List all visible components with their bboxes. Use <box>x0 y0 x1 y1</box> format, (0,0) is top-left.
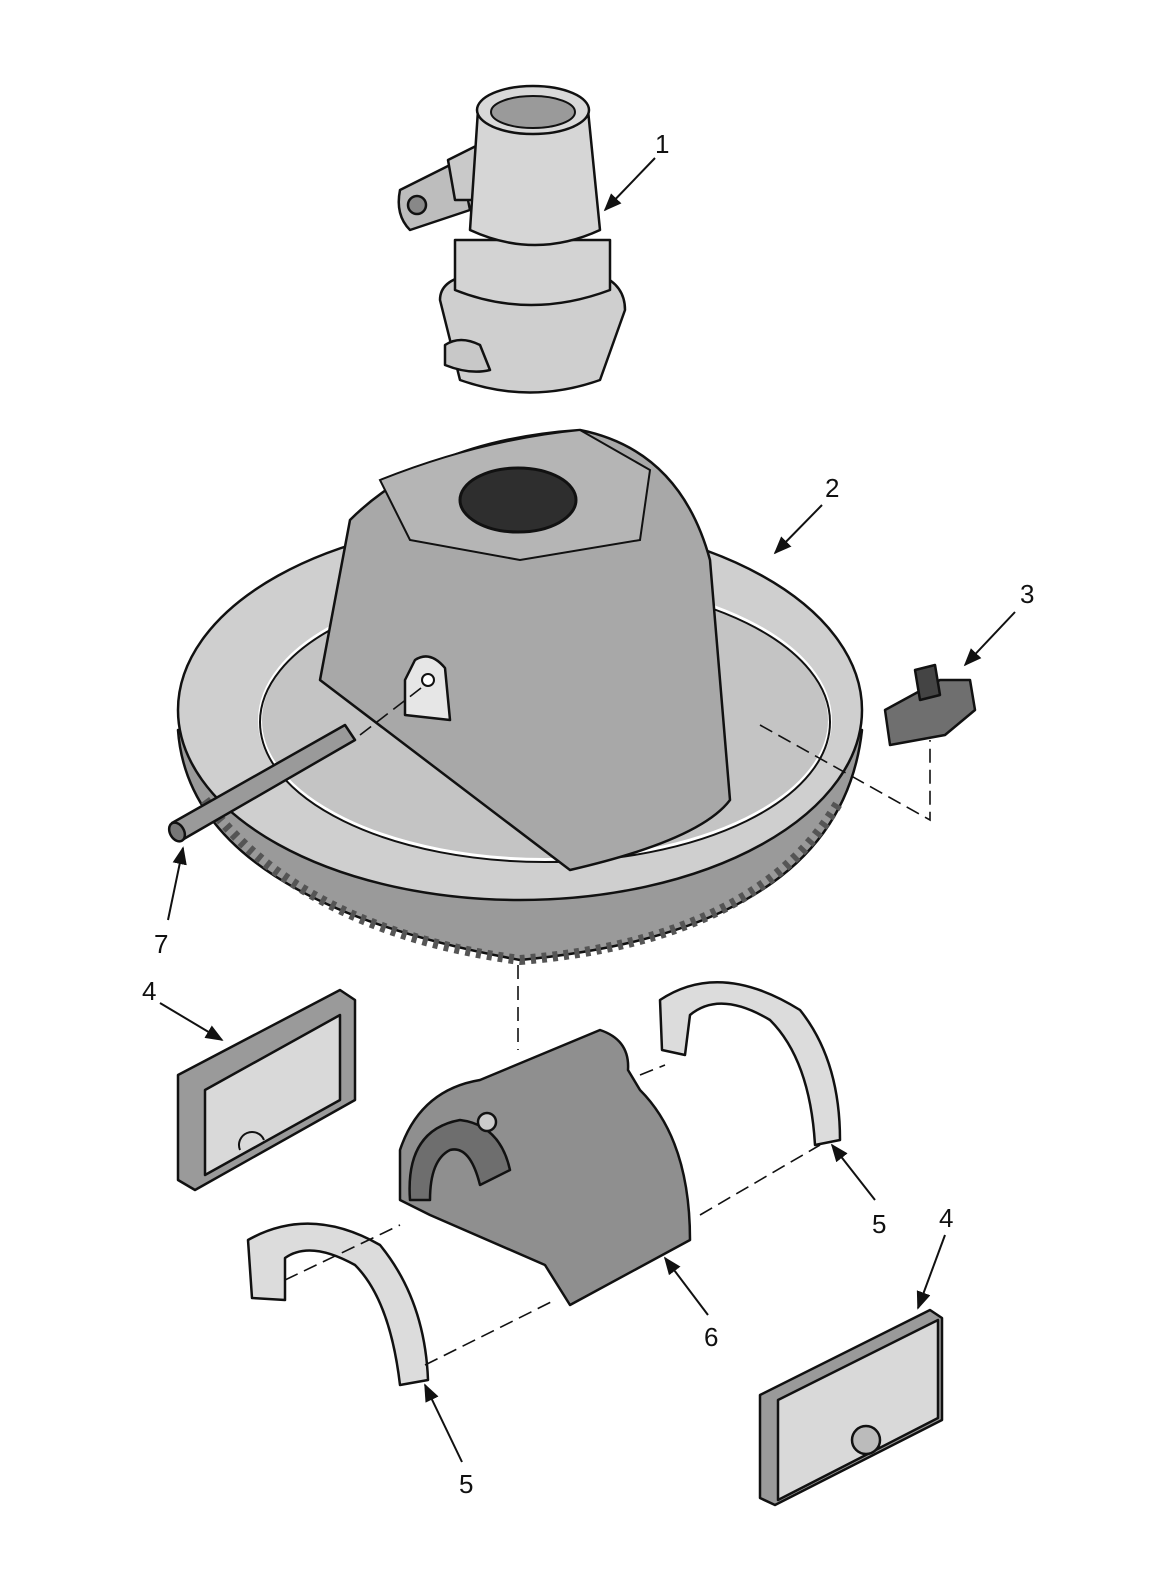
housing-disc-part <box>176 428 864 966</box>
alignment-lines <box>284 684 931 1366</box>
callout-label-4b: 4 <box>939 1203 953 1233</box>
saddle-part <box>398 1028 692 1307</box>
weight-plate-part-b <box>758 1308 944 1507</box>
half-ring-part-b <box>246 1222 430 1387</box>
callout-label-4a: 4 <box>142 976 156 1006</box>
hose-adapter-part <box>397 84 627 394</box>
callout-label-6: 6 <box>704 1322 718 1352</box>
leader-arrows <box>159 157 1016 1463</box>
callout-label-7: 7 <box>154 929 168 959</box>
callout-label-1: 1 <box>655 129 669 159</box>
callout-label-3: 3 <box>1020 579 1034 609</box>
callout-label-5a: 5 <box>872 1209 886 1239</box>
weight-plate-part-a <box>176 988 357 1192</box>
callout-label-2: 2 <box>825 473 839 503</box>
half-ring-part-a <box>658 980 842 1147</box>
callout-label-5b: 5 <box>459 1469 473 1499</box>
clip-part <box>883 663 977 747</box>
pin-part <box>167 723 357 843</box>
